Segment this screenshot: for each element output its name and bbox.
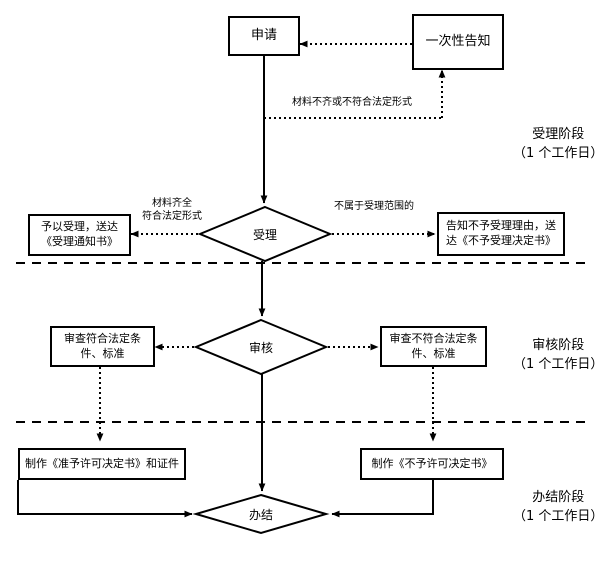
stage-label-completion: 办结阶段 （1 个工作日） — [513, 489, 603, 527]
completion-diamond-shape — [192, 493, 330, 535]
acceptance-diamond-shape — [197, 205, 333, 263]
stage-label-review-line1: 审核阶段 — [532, 338, 585, 353]
stage-label-completion-line2: （1 个工作日） — [513, 508, 604, 524]
node-application[interactable]: 申请 — [228, 16, 300, 56]
node-review-label: 审核 — [248, 340, 273, 355]
stage-label-acceptance: 受理阶段 （1 个工作日） — [513, 126, 603, 164]
edge-grant-box-to-completion — [17, 480, 193, 518]
edge-label-incomplete-materials: 材料不齐或不符合法定形式 — [292, 97, 412, 108]
stage-label-acceptance-line2: （1 个工作日） — [513, 145, 604, 161]
node-permit-grant[interactable]: 制作《准予许可决定书》和证件 — [18, 448, 186, 480]
stage-label-review: 审核阶段 （1 个工作日） — [513, 337, 603, 375]
edge-label-materials-complete-line2: 符合法定形式 — [142, 211, 202, 222]
edge-label-out-of-scope: 不属于受理范围的 — [334, 201, 414, 212]
node-accept-no[interactable]: 告知不予受理理由，送 达《不予受理决定书》 — [437, 212, 565, 256]
node-review-pass-line1: 审查符合法定条 — [64, 331, 141, 345]
edge-label-materials-complete-line1: 材料齐全 — [152, 198, 192, 209]
node-acceptance[interactable]: 受理 — [235, 222, 295, 246]
node-completion[interactable]: 办结 — [231, 503, 291, 525]
stage-label-review-line2: （1 个工作日） — [513, 356, 604, 372]
node-permit-grant-label: 制作《准予许可决定书》和证件 — [25, 456, 179, 470]
edge-label-materials-complete: 材料齐全 符合法定形式 — [142, 197, 202, 223]
node-completion-label: 办结 — [248, 507, 273, 522]
node-permit-deny[interactable]: 制作《不予许可决定书》 — [360, 448, 504, 480]
node-review-fail-line2: 件、标准 — [411, 346, 456, 360]
node-acceptance-label: 受理 — [252, 227, 277, 242]
stage-label-completion-line1: 办结阶段 — [532, 490, 585, 505]
edge-deny-box-to-completion — [331, 480, 434, 518]
node-accept-yes-line2: 《受理通知书》 — [41, 235, 118, 248]
node-one-time-notice-label: 一次性告知 — [425, 34, 491, 50]
node-review[interactable]: 审核 — [231, 335, 291, 359]
stage-label-acceptance-line1: 受理阶段 — [532, 127, 585, 142]
node-application-label: 申请 — [250, 28, 277, 44]
node-review-fail-line1: 审查不符合法定条 — [389, 331, 478, 345]
node-review-pass[interactable]: 审查符合法定条 件、标准 — [50, 326, 155, 367]
node-permit-deny-label: 制作《不予许可决定书》 — [371, 456, 493, 470]
node-accept-yes[interactable]: 予以受理，送达 《受理通知书》 — [28, 214, 131, 256]
node-review-fail[interactable]: 审查不符合法定条 件、标准 — [380, 326, 487, 367]
node-one-time-notice[interactable]: 一次性告知 — [412, 14, 504, 70]
node-accept-no-line1: 告知不予受理理由，送 — [446, 219, 556, 233]
node-accept-yes-line1: 予以受理，送达 — [41, 220, 118, 234]
node-accept-no-line2: 达《不予受理决定书》 — [446, 234, 556, 247]
node-review-pass-line2: 件、标准 — [80, 346, 125, 360]
